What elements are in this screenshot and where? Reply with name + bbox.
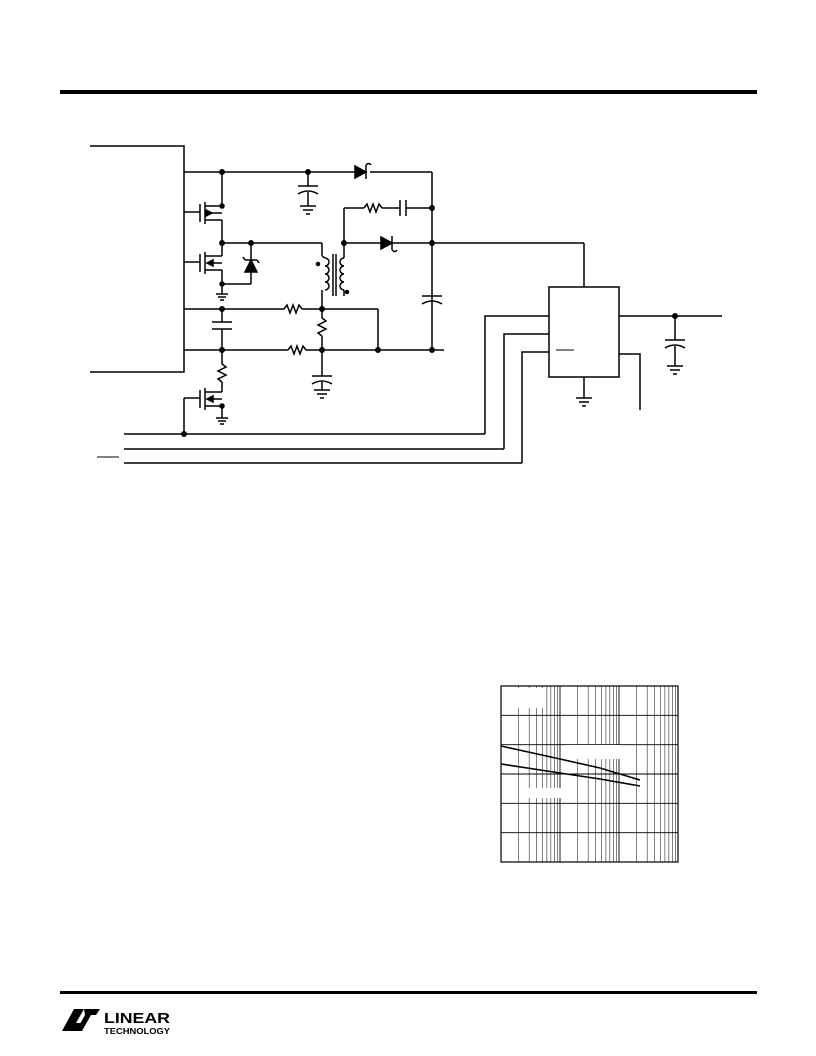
curve-upper <box>500 745 641 781</box>
header-rule <box>60 90 757 94</box>
footer-rule <box>60 991 757 994</box>
graph-curves <box>500 745 641 787</box>
control-lines <box>97 315 549 464</box>
middle-rail <box>184 302 379 350</box>
lt-logo-icon: LINEAR TECHNOLOGY <box>62 1009 171 1036</box>
switch-node <box>219 240 323 285</box>
logo-brand-line1: LINEAR <box>104 1010 170 1027</box>
ic-block <box>548 286 722 410</box>
graph-label-masks <box>503 688 620 798</box>
mosfet-2 <box>184 243 228 301</box>
mosfet-1 <box>184 172 225 243</box>
logo-brand-line2: TECHNOLOGY <box>104 1027 171 1036</box>
bottom-rail <box>184 343 444 399</box>
output-capacitor <box>421 295 443 305</box>
controller-block <box>90 145 185 373</box>
top-capacitor <box>297 172 319 215</box>
mosfet-3 <box>183 388 228 434</box>
transformer <box>315 243 350 310</box>
curve-lower <box>500 763 641 787</box>
top-diode <box>354 162 372 180</box>
graph-gridlines <box>500 686 678 862</box>
secondary-path <box>341 200 585 287</box>
circuit-schematic <box>90 145 722 464</box>
